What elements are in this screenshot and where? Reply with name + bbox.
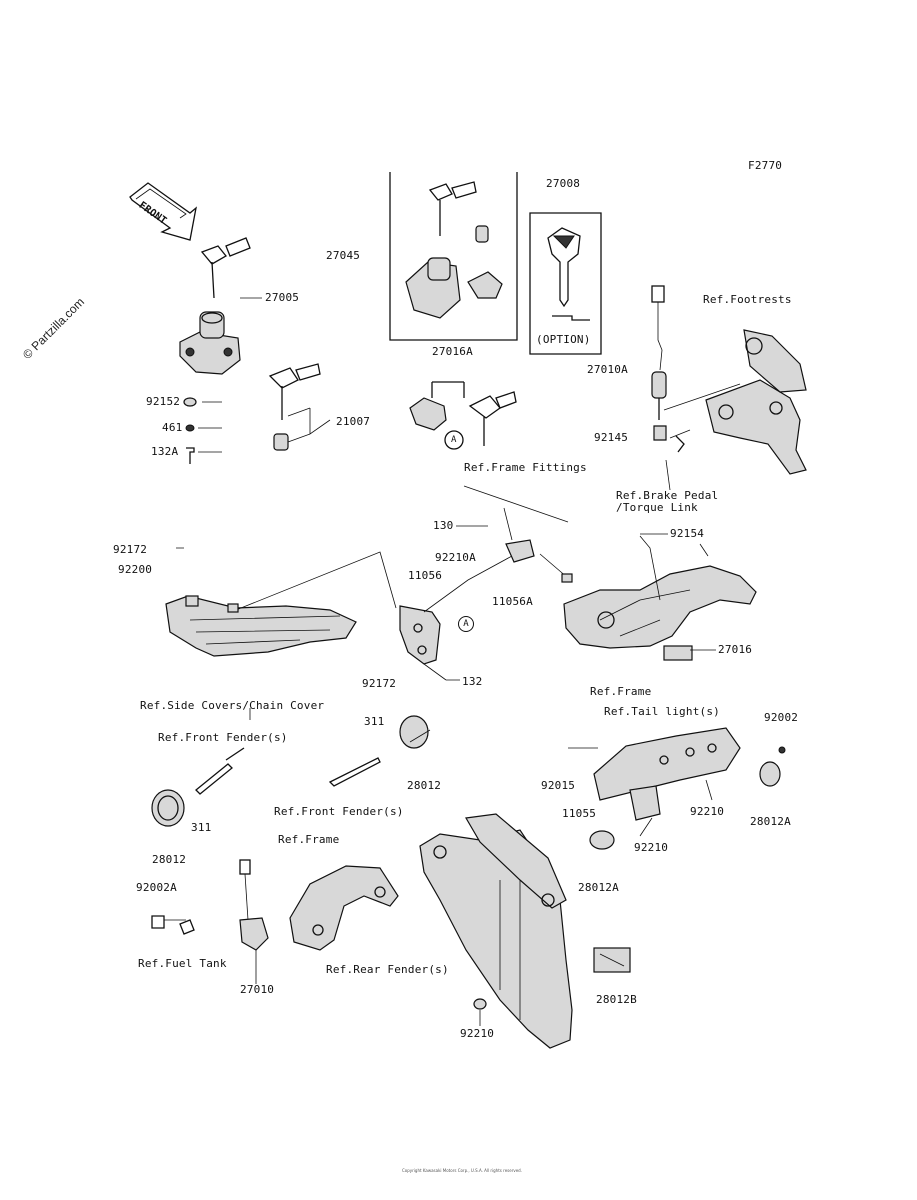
part-label-28012a: 28012A [750,815,791,828]
part-label-92210: 92210 [690,805,725,818]
part-label-28012: 28012 [407,779,442,792]
part-label-92002a: 92002A [136,881,177,894]
frame-icon [563,535,757,661]
ref-label-frame-fittings: Ref.Frame Fittings [464,461,587,474]
reflector-icon [151,747,245,827]
part-label-92015: 92015 [541,779,576,792]
ref-label-rear-fender: Ref.Rear Fender(s) [326,963,449,976]
part-label-21007: 21007 [336,415,371,428]
taillight-bracket-icon [568,727,786,821]
part-label-92210-c: 92210 [460,1027,495,1040]
ref-label-front-fender-b: Ref.Front Fender(s) [274,805,404,818]
part-label-130: 130 [433,519,454,532]
part-label-92210-b: 92210 [634,841,669,854]
part-label-27016: 27016 [718,643,753,656]
part-label-92152: 92152 [146,395,181,408]
key-icon [200,237,251,299]
figure-code: F2770 [748,159,783,172]
grommet-icon [589,830,615,850]
part-label-92172-b: 92172 [362,677,397,690]
part-label-27010: 27010 [240,983,275,996]
part-label-28012a-b: 28012A [578,881,619,894]
part-label-132: 132 [462,675,483,688]
ref-label-frame: Ref.Frame [590,685,652,698]
nut-icon [183,397,197,407]
side-cover-icon [165,551,397,657]
ref-label-fuel-tank: Ref.Fuel Tank [138,957,227,970]
part-label-92200: 92200 [118,563,153,576]
part-label-27045: 27045 [326,249,361,262]
option-label: (OPTION) [536,333,591,346]
part-label-27008: 27008 [546,177,581,190]
nut-icon [473,998,487,1010]
part-label-132a: 132A [151,445,179,458]
bracket-icon [399,555,513,665]
part-label-28012-b: 28012 [152,853,187,866]
part-label-27005: 27005 [265,291,300,304]
ref-label-footrests: Ref.Footrests [703,293,792,306]
part-label-11055: 11055 [562,807,597,820]
part-label-92210a: 92210A [435,551,476,564]
part-label-11056: 11056 [408,569,443,582]
part-label-461: 461 [162,421,183,434]
reflector-icon [328,715,429,787]
part-label-92172: 92172 [113,543,148,556]
brake-switch-icon [651,285,667,441]
lock-set-box [389,172,518,341]
ignition-switch-icon [179,311,241,375]
part-label-92002: 92002 [764,711,799,724]
part-label-28012b: 28012B [596,993,637,1006]
switch-pair-icon [409,381,517,446]
callout-a-circle [444,430,464,450]
washer-icon [185,424,195,432]
key-set-icon [268,363,321,451]
leader-lines [164,297,716,1026]
part-label-311: 311 [364,715,385,728]
option-key-box [529,212,602,355]
bolt-icon [186,447,195,464]
part-label-92145: 92145 [594,431,629,444]
switch-icon [151,859,269,951]
rear-fender-icon [419,813,631,1049]
ref-label-front-fender: Ref.Front Fender(s) [158,731,288,744]
small-bracket-icon [503,507,573,583]
front-arrow-icon [129,182,197,241]
frame-section-icon [289,865,399,951]
part-label-11056a: 11056A [492,595,533,608]
ref-label-side-covers: Ref.Side Covers/Chain Cover [140,699,325,712]
callout-a-label: A [451,435,457,445]
ref-label-brake-pedal: Ref.Brake Pedal /Torque Link [616,489,719,514]
part-label-27016a: 27016A [432,345,473,358]
footrest-bracket-icon [663,329,807,475]
footer-copyright: Copyright Kawasaki Motors Corp., U.S.A. … [402,1168,522,1173]
callout-a-label: A [458,616,474,632]
part-label-92154: 92154 [670,527,705,540]
ref-label-frame-b: Ref.Frame [278,833,340,846]
part-label-311-b: 311 [191,821,212,834]
ref-label-tail-lights: Ref.Tail light(s) [604,705,720,718]
part-label-27010a: 27010A [587,363,628,376]
